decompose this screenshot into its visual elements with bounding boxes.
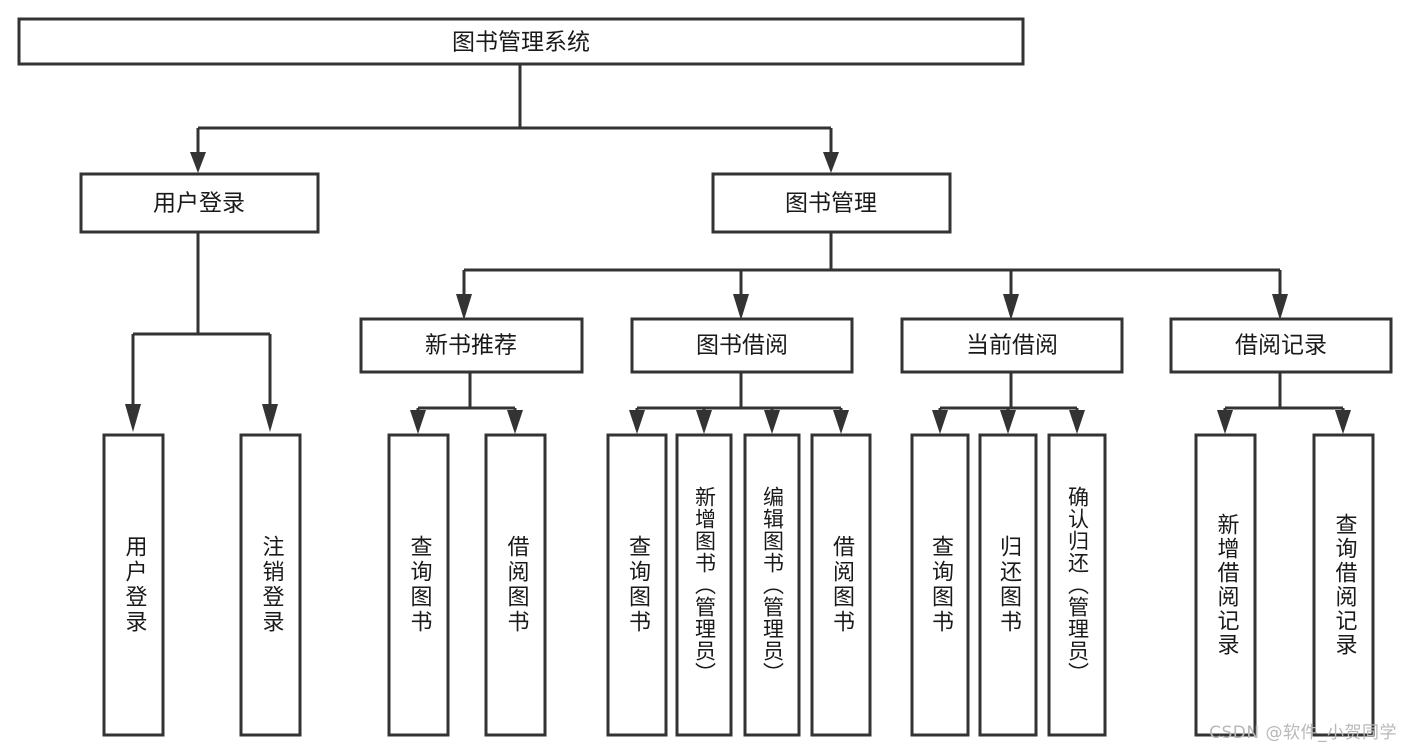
node-current-borrow-label: 当前借阅 xyxy=(966,333,1058,359)
leaf-box-book-borrow-3[interactable] xyxy=(743,433,801,737)
arrow-currentborrow-leaf-2 xyxy=(1000,410,1016,434)
arrow-userlogin-leaf-1 xyxy=(125,404,141,432)
arrow-bookborrow-leaf-4 xyxy=(833,410,849,434)
node-new-book-recommend-box[interactable] xyxy=(359,317,584,374)
csdn-watermark: CSDN @软件_小贺同学 xyxy=(1209,723,1397,743)
leaf-box-book-borrow-4[interactable] xyxy=(810,433,872,737)
arrow-bookborrow-leaf-2 xyxy=(696,410,712,434)
node-book-manage[interactable]: 图书管理 xyxy=(711,172,952,234)
arrow-to-current-borrow xyxy=(1003,294,1019,320)
node-book-manage-box[interactable] xyxy=(711,172,952,234)
node-new-book-recommend-label: 新书推荐 xyxy=(425,333,517,359)
arrow-to-borrow-record xyxy=(1272,294,1288,320)
leaf-box-new-book-1[interactable] xyxy=(387,433,450,737)
leaf-box-new-book-2[interactable] xyxy=(484,433,547,737)
arrow-to-book-borrow xyxy=(733,294,749,320)
arrow-root-to-book-manage xyxy=(823,152,839,173)
leaf-box-current-borrow-1[interactable] xyxy=(910,433,970,737)
node-root-label: 图书管理系统 xyxy=(452,30,590,56)
node-book-borrow-label: 图书借阅 xyxy=(696,333,788,359)
node-user-login-label: 用户登录 xyxy=(153,191,245,217)
arrow-bookborrow-leaf-1 xyxy=(629,410,645,434)
node-user-login[interactable]: 用户登录 xyxy=(79,172,320,234)
leaf-box-user-login-2[interactable] xyxy=(239,433,302,737)
leaf-box-book-borrow-2[interactable] xyxy=(675,433,733,737)
node-root-box[interactable] xyxy=(17,17,1025,66)
node-borrow-record-label: 借阅记录 xyxy=(1235,333,1327,359)
node-current-borrow-box[interactable] xyxy=(900,317,1124,374)
arrow-borrowrecord-leaf-2 xyxy=(1335,410,1351,434)
arrow-currentborrow-leaf-1 xyxy=(932,410,948,434)
arrow-bookborrow-leaf-3 xyxy=(764,410,780,434)
leaf-box-borrow-record-1[interactable] xyxy=(1194,433,1257,737)
leaf-box-user-login-1[interactable] xyxy=(102,433,165,737)
arrow-currentborrow-leaf-3 xyxy=(1069,410,1085,434)
node-user-login-box[interactable] xyxy=(79,172,320,234)
arrow-newbook-leaf-2 xyxy=(507,410,523,434)
arrow-root-to-user-login xyxy=(190,152,206,173)
node-book-borrow-box[interactable] xyxy=(630,317,854,374)
arrow-borrowrecord-leaf-1 xyxy=(1217,410,1233,434)
node-book-manage-label: 图书管理 xyxy=(785,191,877,217)
arrow-userlogin-leaf-2 xyxy=(262,404,278,432)
node-book-borrow[interactable]: 图书借阅 xyxy=(630,317,854,374)
node-borrow-record-box[interactable] xyxy=(1169,317,1393,374)
arrow-newbook-leaf-1 xyxy=(410,410,426,434)
arrow-to-new-book xyxy=(456,294,472,320)
node-current-borrow[interactable]: 当前借阅 xyxy=(900,317,1124,374)
leaf-box-book-borrow-1[interactable] xyxy=(606,433,668,737)
leaf-box-borrow-record-2[interactable] xyxy=(1312,433,1375,737)
connector-group xyxy=(125,64,1351,434)
leaf-box-current-borrow-2[interactable] xyxy=(978,433,1038,737)
node-new-book-recommend[interactable]: 新书推荐 xyxy=(359,317,584,374)
leaf-box-current-borrow-3[interactable] xyxy=(1047,433,1107,737)
node-borrow-record[interactable]: 借阅记录 xyxy=(1169,317,1393,374)
node-root[interactable]: 图书管理系统 xyxy=(17,17,1025,66)
